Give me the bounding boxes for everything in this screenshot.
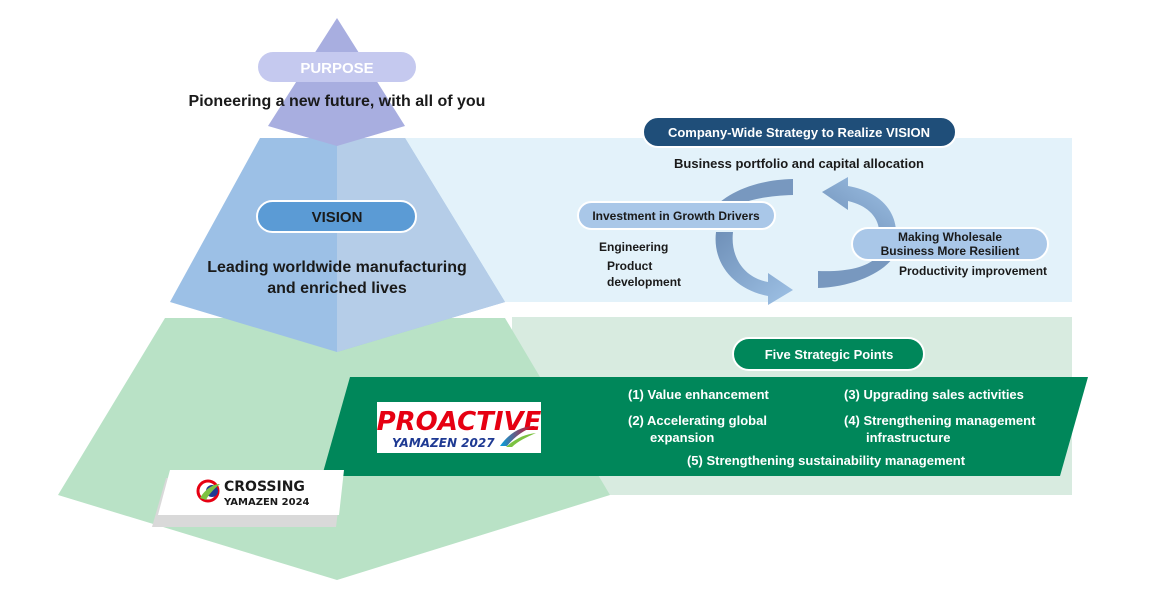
- cycle-arrow-left-bottom: [715, 232, 793, 305]
- cycle-arrow-bottom-right: [818, 258, 893, 288]
- wholesale-label-line2: Business More Resilient: [881, 244, 1020, 258]
- vision-label: VISION: [312, 209, 363, 226]
- growth-drivers-label: Investment in Growth Drivers: [592, 209, 760, 223]
- purpose-label-bg: [258, 52, 416, 82]
- crossing-logo-icon-leaf: [200, 484, 220, 500]
- proactive-swoosh-icon: [500, 426, 535, 446]
- point-4-line1: (4) Strengthening management: [844, 413, 1036, 428]
- point-4-line2: infrastructure: [866, 430, 951, 445]
- wholesale-label-line1: Making Wholesale: [898, 230, 1002, 244]
- point-1: (1) Value enhancement: [628, 387, 770, 402]
- growth-item-development: development: [607, 275, 681, 289]
- proactive-swoosh-icon-2: [506, 433, 536, 447]
- strategy-subtitle: Business portfolio and capital allocatio…: [674, 156, 924, 171]
- vision-statement-line2: and enriched lives: [267, 280, 407, 297]
- strategy-title-bg: [642, 116, 957, 148]
- proactive-logo-sub: YAMAZEN 2027: [392, 436, 495, 450]
- strategy-title: Company-Wide Strategy to Realize VISION: [668, 125, 930, 140]
- crossing-logo-sub: YAMAZEN 2024: [223, 497, 310, 508]
- wholesale-item: Productivity improvement: [899, 264, 1047, 278]
- pyramid-vision-tier-shade: [337, 138, 505, 352]
- five-points-title: Five Strategic Points: [765, 347, 894, 362]
- point-2-line1: (2) Accelerating global: [628, 413, 767, 428]
- crossing-logo-word: CROSSING: [224, 479, 305, 495]
- point-2-line2: expansion: [650, 430, 714, 445]
- growth-item-product: Product: [607, 259, 652, 273]
- cycle-arrow-right-top: [822, 177, 896, 230]
- purpose-statement: Pioneering a new future, with all of you: [189, 93, 486, 110]
- point-5: (5) Strengthening sustainability managem…: [687, 453, 966, 468]
- growth-item-engineering: Engineering: [599, 240, 668, 254]
- proactive-logo-word: PROACTIVE: [377, 407, 542, 437]
- point-3: (3) Upgrading sales activities: [844, 387, 1024, 402]
- vision-label-bg: [256, 200, 417, 233]
- five-points-title-bg: [732, 337, 925, 371]
- wholesale-pill: [851, 227, 1049, 261]
- vision-statement-line1: Leading worldwide manufacturing: [207, 259, 467, 276]
- purpose-label: PURPOSE: [300, 60, 373, 77]
- growth-drivers-pill: [577, 201, 776, 230]
